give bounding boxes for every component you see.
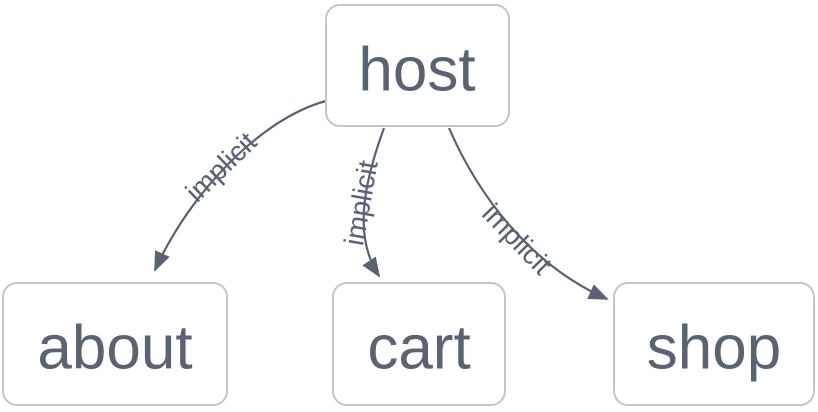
edge-label-host-about: implicit [179,126,262,208]
edge-line-host-cart [362,127,386,278]
edge-host-cart: implicit [338,127,386,278]
node-shop-label: shop [647,314,781,383]
edge-line-host-shop [447,127,609,301]
node-about: about [2,282,228,406]
node-host-label: host [358,36,475,105]
node-about-label: about [37,314,192,383]
edge-host-shop: implicit [447,127,609,301]
edge-host-about: implicit [153,99,327,272]
node-cart-label: cart [367,314,470,383]
node-host-box [325,4,510,127]
edge-line-host-about [153,99,327,272]
node-cart-box [332,282,506,406]
node-cart: cart [332,282,506,406]
node-host: host [325,4,510,127]
edge-label-host-cart: implicit [338,158,383,248]
node-about-box [2,282,228,406]
node-shop-box [613,282,815,406]
node-shop: shop [613,282,815,406]
edge-label-host-shop: implicit [476,197,558,280]
